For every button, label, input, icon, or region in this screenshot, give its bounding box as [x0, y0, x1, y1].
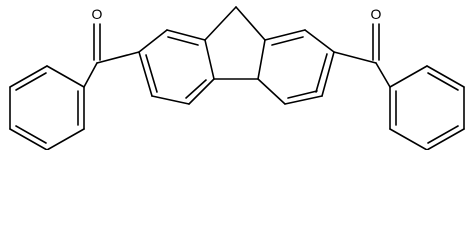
- oxygen-right-label: O: [371, 6, 382, 22]
- fluorene-left-ring: [138, 29, 215, 105]
- left-carbonyl-group: O: [83, 6, 140, 88]
- fluorene-five-membered-ring: [204, 6, 266, 80]
- left-phenyl-ring: [9, 65, 85, 150]
- right-carbonyl-group: O: [333, 6, 391, 88]
- fluorene-right-ring: [257, 29, 335, 105]
- oxygen-left-label: O: [92, 6, 103, 22]
- skeletal-structure: O O: [9, 6, 465, 150]
- right-phenyl-ring: [389, 65, 465, 150]
